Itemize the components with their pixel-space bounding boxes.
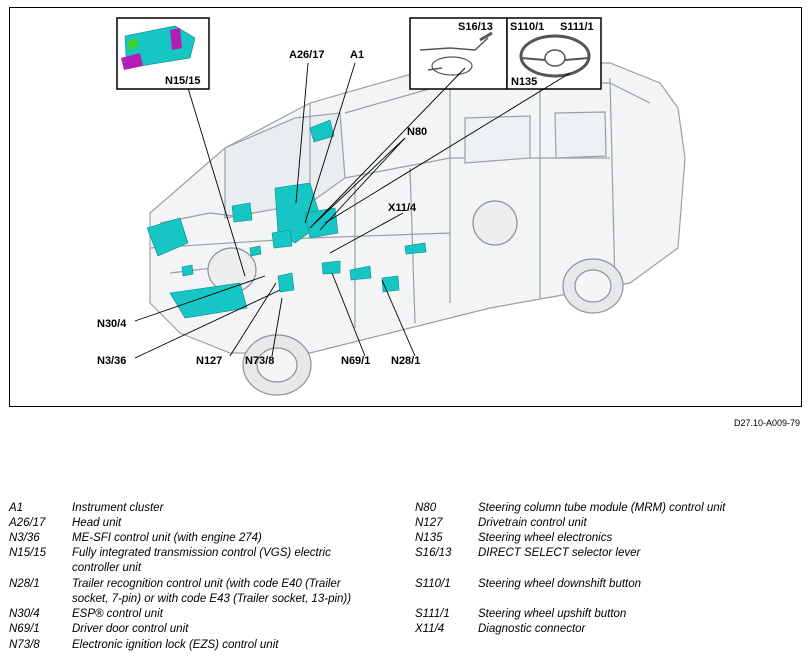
callout-a26-17: A26/17	[289, 49, 324, 61]
legend-description: ESP® control unit	[72, 608, 163, 620]
legend-description: Steering wheel upshift button	[478, 608, 627, 620]
callout-n28-1: N28/1	[391, 355, 420, 367]
legend-description: Instrument cluster	[72, 502, 164, 514]
legend-description: ME-SFI control unit (with engine 274)	[72, 532, 262, 544]
legend-description: Trailer recognition control unit (with c…	[72, 578, 352, 605]
callout-n135: N135	[511, 76, 537, 88]
inset-steering-wheel	[506, 17, 602, 90]
inset-selector-lever	[409, 17, 508, 90]
legend-code: A26/17	[9, 517, 46, 529]
legend-description: Steering column tube module (MRM) contro…	[478, 502, 726, 514]
callout-n73-8: N73/8	[245, 355, 274, 367]
legend-code: N73/8	[9, 639, 40, 651]
legend-code: N69/1	[9, 623, 40, 635]
callout-n15-15: N15/15	[165, 75, 200, 87]
callout-a1: A1	[350, 49, 364, 61]
wheels	[207, 200, 624, 396]
legend-description: Diagnostic connector	[478, 623, 586, 635]
legend-description: Electronic ignition lock (EZS) control u…	[72, 639, 279, 651]
legend-code: N15/15	[9, 547, 47, 559]
callout-n30-4: N30/4	[97, 318, 127, 330]
callout-s110-1: S110/1	[510, 21, 544, 33]
diagram-frame: N15/15 A26/17 A1 S16/13 S110/1 S111/1 N1…	[9, 7, 802, 407]
legend-code: N135	[415, 532, 443, 544]
legend-code: N127	[415, 517, 443, 529]
legend-description: Driver door control unit	[72, 623, 189, 635]
callout-n80: N80	[407, 126, 427, 138]
legend-code: N30/4	[9, 608, 40, 620]
legend-description: Drivetrain control unit	[478, 517, 587, 529]
callout-x11-4: X11/4	[388, 202, 417, 214]
legend-code: S110/1	[415, 578, 451, 590]
callout-n127: N127	[196, 355, 222, 367]
legend-code: X11/4	[415, 623, 445, 635]
van-diagram: N15/15 A26/17 A1 S16/13 S110/1 S111/1 N1…	[97, 17, 686, 396]
legend-code: A1	[9, 502, 24, 514]
callout-s16-13: S16/13	[458, 21, 493, 33]
legend-description: Steering wheel downshift button	[478, 578, 642, 590]
legend-description: Fully integrated transmission control (V…	[72, 547, 331, 574]
inset-transmission	[116, 17, 210, 90]
legend-code: N80	[415, 502, 437, 514]
callout-n3-36: N3/36	[97, 355, 126, 367]
leader-lines	[134, 62, 571, 359]
figure-id: D27.10-A009-79	[733, 418, 800, 428]
legend-code: N28/1	[9, 578, 40, 590]
legend-code: N3/36	[9, 532, 40, 544]
legend-code: S16/13	[415, 547, 452, 559]
callout-n69-1: N69/1	[341, 355, 370, 367]
legend-description: Head unit	[72, 517, 122, 529]
legend-description: DIRECT SELECT selector lever	[478, 547, 641, 559]
legend-description: Steering wheel electronics	[478, 532, 613, 544]
legend-code: S111/1	[415, 608, 450, 620]
callout-labels: N15/15 A26/17 A1 S16/13 S110/1 S111/1 N1…	[97, 21, 594, 367]
callout-s111-1: S111/1	[560, 21, 594, 33]
